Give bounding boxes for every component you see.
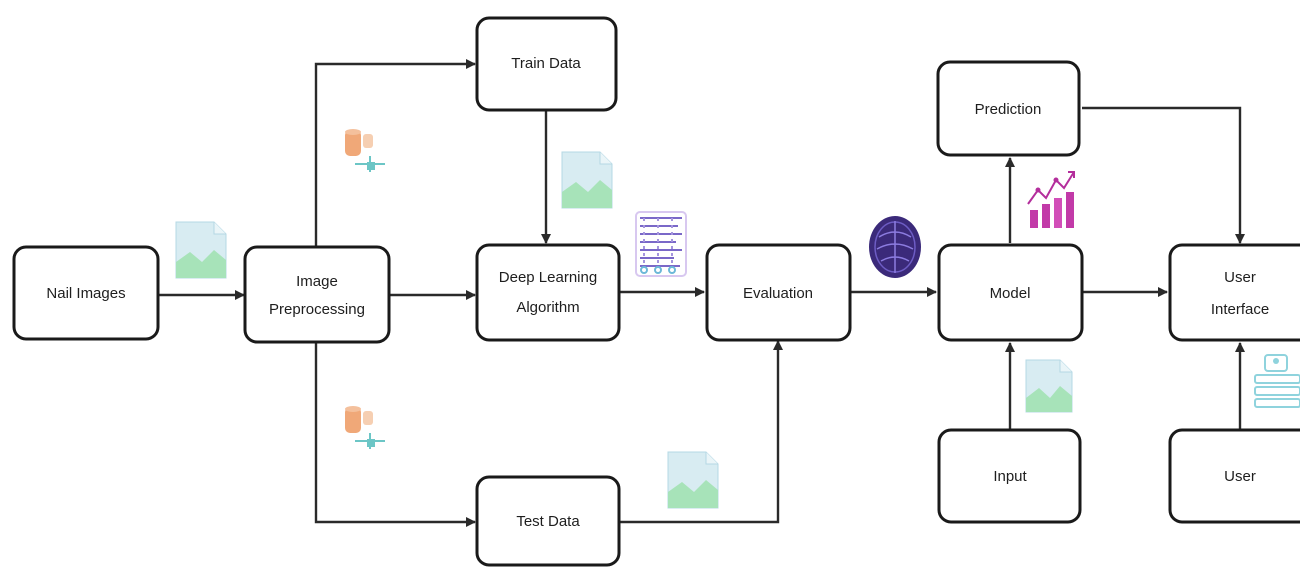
node-model-label: Model — [990, 285, 1031, 302]
node-test-data-label: Test Data — [516, 513, 580, 530]
node-image-preprocessing-line1: Image — [296, 273, 338, 290]
node-user-interface: User Interface — [1168, 243, 1300, 342]
network-graph-icon — [635, 211, 687, 277]
node-prediction-label: Prediction — [975, 101, 1042, 118]
node-evaluation-label: Evaluation — [743, 285, 813, 302]
edge-prediction-to-user-interface — [1082, 106, 1245, 244]
node-train-data: Train Data — [475, 16, 618, 112]
node-user-interface-line2: Interface — [1211, 301, 1269, 318]
node-user-interface-line1: User — [1224, 269, 1256, 286]
database-split-icon — [345, 129, 385, 172]
database-split-icon — [345, 406, 385, 449]
node-user: User — [1168, 428, 1300, 524]
image-placeholder-icon — [667, 451, 719, 509]
node-test-data: Test Data — [475, 475, 621, 567]
node-image-preprocessing-line2: Preprocessing — [269, 301, 365, 318]
node-deep-learning-algorithm-line1: Deep Learning — [499, 269, 597, 286]
node-model: Model — [937, 243, 1084, 342]
edge-test-to-evaluation — [619, 340, 783, 524]
node-prediction: Prediction — [936, 60, 1081, 157]
image-placeholder-icon — [561, 151, 613, 209]
server-user-icon — [1254, 354, 1300, 408]
node-train-data-label: Train Data — [511, 55, 581, 72]
node-input-label: Input — [993, 468, 1027, 485]
node-deep-learning-algorithm: Deep Learning Algorithm — [475, 243, 621, 342]
node-nail-images-label: Nail Images — [46, 285, 125, 302]
edge-preprocessing-to-test — [314, 343, 476, 527]
node-image-preprocessing: Image Preprocessing — [243, 245, 391, 344]
node-evaluation: Evaluation — [705, 243, 852, 342]
node-input: Input — [937, 428, 1082, 524]
node-nail-images: Nail Images — [12, 245, 160, 341]
edge-preprocessing-to-train — [314, 59, 476, 247]
node-user-label: User — [1224, 468, 1256, 485]
brain-circuit-icon — [869, 216, 921, 278]
analytics-chart-icon — [1027, 171, 1075, 228]
node-deep-learning-algorithm-line2: Algorithm — [516, 299, 579, 316]
image-placeholder-icon — [1025, 359, 1073, 413]
image-placeholder-icon — [175, 221, 227, 279]
edges — [158, 59, 1245, 527]
